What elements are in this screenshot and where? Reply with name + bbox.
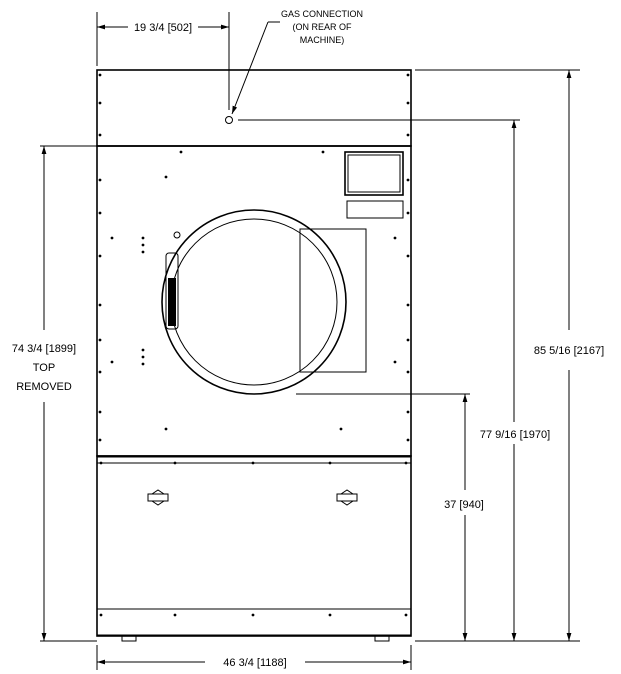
dim-height-top-removed: 74 3/4 [1899] TOP REMOVED bbox=[12, 146, 76, 641]
gas-connection-line-3: MACHINE) bbox=[300, 35, 345, 45]
dim-gas-height-label: 77 9/16 [1970] bbox=[480, 429, 550, 441]
dim-gas-height: 77 9/16 [1970] bbox=[480, 120, 550, 641]
gas-connection-callout: GAS CONNECTION (ON REAR OF MACHINE) bbox=[231, 9, 363, 115]
gas-connection-line-2: (ON REAR OF bbox=[292, 22, 352, 32]
dim-removed-label: REMOVED bbox=[16, 381, 72, 393]
dim-top-label: TOP bbox=[33, 362, 55, 374]
dim-overall-height-label: 85 5/16 [2167] bbox=[534, 345, 604, 357]
dim-door-center-height: 37 [940] bbox=[444, 394, 484, 641]
dim-width-label: 46 3/4 [1188] bbox=[223, 657, 286, 669]
gas-connection-point bbox=[225, 116, 233, 124]
dim-overall-height: 85 5/16 [2167] bbox=[534, 70, 604, 641]
door-assembly bbox=[161, 209, 367, 395]
fastener-dots bbox=[98, 73, 410, 617]
dim-door-center-height-label: 37 [940] bbox=[444, 499, 484, 511]
dim-gas-offset: 19 3/4 [502] bbox=[96, 12, 230, 110]
latch-right bbox=[336, 489, 358, 506]
latch-left bbox=[147, 489, 169, 506]
machine-outline bbox=[96, 69, 412, 642]
dim-gas-offset-label: 19 3/4 [502] bbox=[134, 22, 192, 34]
control-panel bbox=[344, 151, 404, 219]
dim-height-top-removed-label: 74 3/4 [1899] bbox=[12, 343, 76, 355]
dim-width: 46 3/4 [1188] bbox=[96, 645, 412, 670]
door-handle bbox=[168, 278, 176, 326]
gas-connection-line-1: GAS CONNECTION bbox=[281, 9, 363, 19]
